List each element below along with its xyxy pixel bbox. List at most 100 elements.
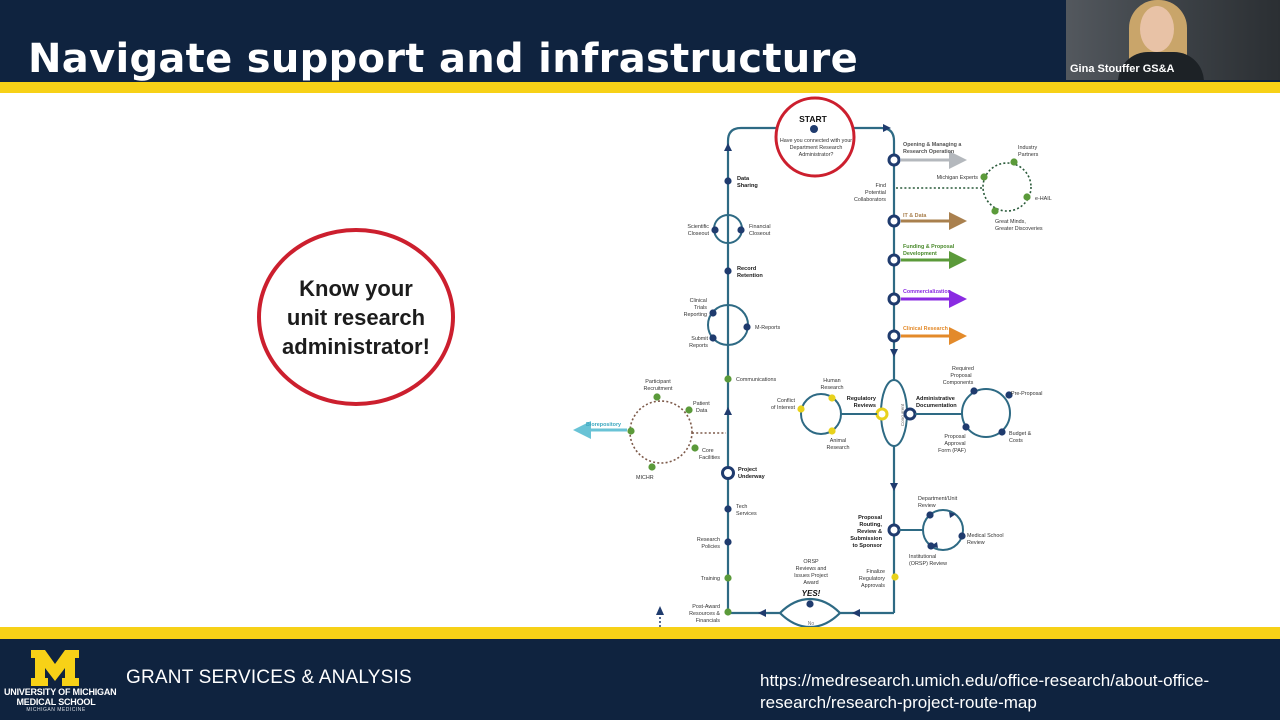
finalize-node[interactable]	[891, 573, 899, 581]
tech-services-1: Tech	[736, 504, 747, 510]
industry-partners-node	[1010, 158, 1018, 166]
arrow-up-corner	[656, 606, 664, 615]
dept-review-1: Department/Unit	[918, 496, 958, 502]
participant-video-tile[interactable]: Gina Stouffer GS&A	[1066, 0, 1280, 80]
research-policies-node[interactable]	[724, 538, 732, 546]
clinical-research-node[interactable]	[887, 329, 901, 343]
data-sharing-node[interactable]	[724, 177, 732, 185]
research-support-loop[interactable]	[629, 400, 693, 464]
concurrent-label: Concurrent	[900, 403, 905, 426]
regulatory-1: Regulatory	[847, 396, 877, 402]
regulatory-node	[875, 407, 889, 421]
patient-data-1: Patient	[693, 401, 710, 407]
funding-node[interactable]	[887, 253, 901, 267]
human-research-node	[828, 394, 836, 402]
research-policies-1: Research	[697, 537, 720, 543]
required-1: Required	[952, 366, 974, 372]
opening-label-2: Research Operation	[903, 149, 954, 155]
admin-doc-2: Documentation	[916, 403, 957, 409]
paf-node	[962, 423, 970, 431]
opening-label-1: Opening & Managing a	[903, 142, 962, 148]
footer-url-link[interactable]: https://medresearch.umich.edu/office-res…	[760, 671, 1210, 712]
financial-closeout-node	[737, 226, 745, 234]
financial-closeout-2: Closeout	[749, 231, 771, 237]
funding-label-2: Development	[903, 251, 937, 257]
dept-review-2: Review	[918, 503, 936, 509]
patient-data-2: Data	[696, 408, 707, 414]
participant-face	[1140, 6, 1174, 52]
regulatory-loop[interactable]	[800, 393, 842, 435]
michr-node	[648, 463, 656, 471]
routing-node[interactable]	[887, 523, 901, 537]
block-m-logo	[31, 650, 79, 686]
participant-name: Gina Stouffer GS&A	[1070, 63, 1175, 75]
budget-1: Budget &	[1009, 431, 1032, 437]
start-circle[interactable]	[774, 96, 856, 178]
start-question-2: Department Research	[790, 145, 843, 151]
project-underway-node[interactable]	[721, 466, 735, 480]
m-reports-node	[743, 323, 751, 331]
biorepository-node	[627, 427, 635, 435]
routing-5: to Sponsor	[852, 543, 882, 549]
opening-node[interactable]	[887, 153, 901, 167]
med-school-2: Review	[967, 540, 985, 546]
it-data-node[interactable]	[887, 214, 901, 228]
admin-doc-node	[903, 407, 917, 421]
arrow-right-top	[883, 124, 891, 132]
participant-recruitment-1: Participant	[645, 379, 671, 385]
submit-reports-2: Reports	[689, 343, 708, 349]
record-retention-2: Retention	[737, 273, 763, 279]
find-collab-3: Collaborators	[854, 197, 886, 203]
clinical-research-label: Clinical Research	[903, 326, 948, 332]
find-collab-1: Find	[876, 183, 887, 189]
med-school-node	[958, 532, 966, 540]
participant-body	[1118, 52, 1204, 80]
animal-research-1: Animal	[830, 438, 846, 444]
review-loop[interactable]	[922, 509, 964, 551]
arrow-down-2	[890, 483, 898, 491]
training-node[interactable]	[724, 574, 732, 582]
callout-text: Know your unit research administrator!	[282, 275, 430, 359]
admin-doc-loop[interactable]	[961, 388, 1011, 438]
submit-reports-node	[709, 334, 717, 342]
clinical-trials-1: Clinical	[690, 298, 707, 304]
commercialization-node[interactable]	[887, 292, 901, 306]
logo-medical-school: MEDICAL SCHOOL	[16, 697, 96, 707]
post-award-node[interactable]	[724, 608, 732, 616]
michigan-experts-node	[980, 173, 988, 181]
record-retention-node[interactable]	[724, 267, 732, 275]
finalize-2: Regulatory	[859, 576, 885, 582]
communications-node[interactable]	[724, 375, 732, 383]
start-title: START	[799, 114, 828, 124]
scientific-closeout-2: Closeout	[688, 231, 710, 237]
department-name: GRANT SERVICES & ANALYSIS	[126, 667, 412, 688]
paf-2: Approval	[944, 441, 965, 447]
required-2: Proposal	[950, 373, 971, 379]
start-node	[810, 125, 818, 133]
orsp-node[interactable]	[806, 600, 814, 608]
dept-review-node	[926, 511, 934, 519]
animal-research-2: Research	[826, 445, 849, 451]
core-facilities-node	[691, 444, 699, 452]
post-award-1: Post-Award	[692, 604, 720, 610]
ehail-label: e-HAIL	[1035, 196, 1052, 202]
collaborators-loop[interactable]	[982, 162, 1032, 212]
find-collab-2: Potential	[865, 190, 886, 196]
project-underway-1: Project	[738, 467, 757, 473]
biorepository-label: Biorepository	[586, 422, 621, 428]
tech-services-node[interactable]	[724, 505, 732, 513]
admin-doc-1: Administrative	[916, 396, 955, 402]
orsp-1: ORSP	[803, 559, 819, 565]
clinical-trials-3: Reporting	[684, 312, 707, 318]
conflict-node	[797, 405, 805, 413]
institutional-2: (ORSP) Review	[909, 561, 947, 567]
data-sharing-label-1: Data	[737, 176, 750, 182]
pre-proposal-label: Pre-Proposal	[1011, 391, 1042, 397]
clinical-trials-node	[709, 309, 717, 317]
participant-recruitment-2: Recruitment	[643, 386, 673, 392]
ehail-node	[1023, 193, 1031, 201]
industry-partners-1: Industry	[1018, 145, 1037, 151]
slide-title: Navigate support and infrastructure	[28, 36, 858, 82]
post-award-2: Resources &	[689, 611, 720, 617]
commercialization-label: Commercialization	[903, 289, 951, 295]
